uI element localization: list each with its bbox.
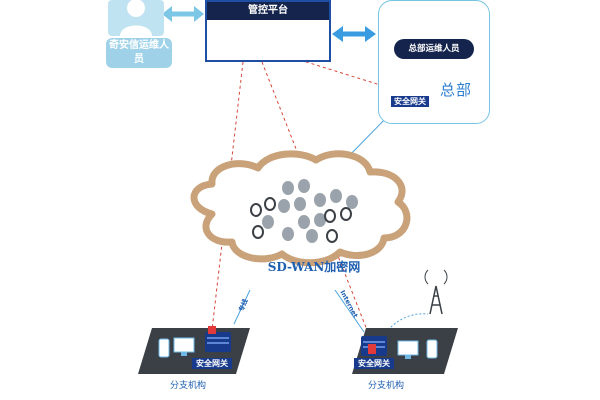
antenna-tower-icon	[424, 269, 448, 315]
branch-left-gateway-label: 安全网关	[192, 358, 232, 369]
left-operator-label: 奇安信运维人员	[106, 38, 172, 68]
branch-left-name: 分支机构	[170, 381, 207, 391]
right-double-arrow	[332, 26, 376, 42]
left-operator-icon	[108, 0, 164, 36]
person-icon-left	[108, 0, 164, 36]
platform-title: 管控平台	[207, 2, 329, 20]
network-label: SD-WAN加密网	[267, 260, 361, 274]
cloud-nodes	[250, 179, 358, 243]
wireless-link	[387, 313, 429, 331]
hq-operator-label: 总部运维人员	[394, 39, 474, 59]
branch-right-name: 分支机构	[368, 381, 405, 391]
management-platform[interactable]: 管控平台	[205, 0, 331, 62]
left-double-arrow	[162, 6, 204, 22]
branch-right-gateway-label: 安全网关	[354, 358, 394, 369]
hq-gateway-label: 安全网关	[391, 96, 429, 107]
hq-title: 总部	[440, 81, 473, 99]
